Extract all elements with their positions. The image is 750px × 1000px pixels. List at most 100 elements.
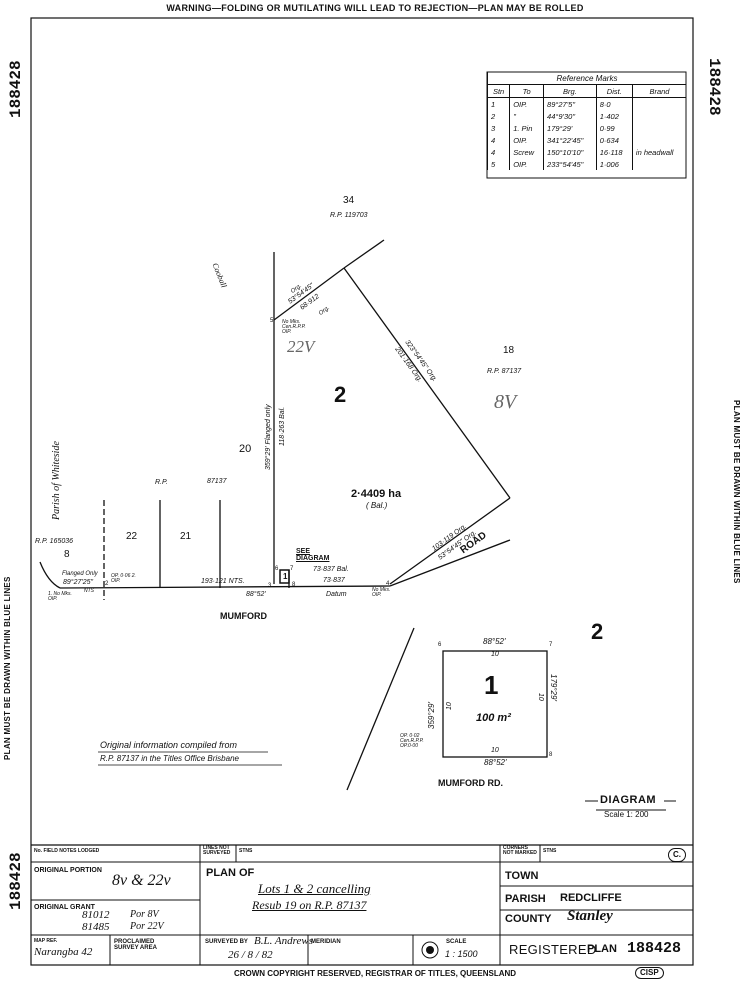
- surveyed-by-value: B.L. Andrews: [254, 935, 313, 947]
- ref-col-stn: Stn: [486, 84, 510, 98]
- town-label: TOWN: [505, 870, 539, 882]
- plan-label: PLAN: [587, 943, 617, 955]
- county-value: Stanley: [567, 908, 613, 924]
- datum-label: Datum: [326, 591, 347, 598]
- rp-87137-label: R.P. 87137: [487, 368, 522, 375]
- original-grant-label: ORIGINAL GRANT: [34, 904, 95, 911]
- station-6: 6: [275, 566, 279, 572]
- diagram-station-7: 7: [549, 642, 553, 648]
- seal-center: [426, 946, 434, 954]
- op-note: OP. 0·06 2. OIP.: [111, 573, 136, 584]
- mumford-label: MUMFORD: [220, 611, 267, 621]
- diagram-station-8: 8: [549, 752, 553, 758]
- rp-label: R.P.: [155, 479, 168, 486]
- parish-value: REDCLIFFE: [560, 892, 622, 904]
- diagram-station-6: 6: [438, 642, 442, 648]
- bearing-89-27: 89°27'25": [63, 579, 93, 586]
- no-marks-left: 1. No Mks. OIP.: [48, 591, 72, 602]
- handwritten-22v: 22V: [287, 337, 315, 356]
- diagram-top-bearing: 88°52': [483, 637, 506, 646]
- map-ref-label: MAP REF.: [34, 938, 58, 944]
- distance-118-263: 118·263 Bal.: [279, 406, 286, 446]
- ref-col-dist: Dist.: [595, 84, 633, 98]
- map-ref-value: Narangba 42: [34, 946, 93, 958]
- plan-of-line-1: Lots 1 & 2 cancelling: [258, 881, 371, 896]
- station-8: 8: [292, 582, 296, 588]
- lot-8-label: 8: [64, 549, 70, 560]
- parish-whiteside-note: Parish of Whiteside: [51, 441, 62, 520]
- diagram-lot-1-area: 100 m²: [476, 712, 511, 724]
- title-block-grid: [31, 845, 693, 965]
- diagram-bottom-distance: 10: [491, 747, 499, 754]
- diagram-lot1-boundary: [442, 650, 548, 758]
- flanged-only-b-label: Flanged Only: [62, 571, 98, 577]
- diagram-road-label: MUMFORD RD.: [438, 778, 503, 788]
- lot2-boundary: [39, 239, 511, 600]
- station-2: 2: [105, 581, 109, 587]
- folding-warning: WARNING—FOLDING OR MUTILATING WILL LEAD …: [166, 3, 584, 13]
- diagram-left-distance: 10: [446, 702, 453, 710]
- see-diagram-label: SEE DIAGRAM: [296, 548, 330, 562]
- original-portion-label: ORIGINAL PORTION: [34, 867, 102, 874]
- rp-119703-label: R.P. 119703: [330, 212, 368, 219]
- corners-not-marked-label: CORNERS NOT MARKED: [503, 845, 537, 856]
- stns-label: STNS: [239, 848, 253, 854]
- mumford-road-frontage: [346, 539, 511, 791]
- plan-of-label: PLAN OF: [206, 867, 255, 879]
- no-marks-road: No Mks. OIP.: [372, 587, 391, 598]
- survey-date: 26 / 8 / 82: [228, 949, 273, 961]
- diagram-op-note: OP. 0·02 Cen.R.P.P. OP.0·00: [400, 733, 424, 749]
- meridian-seal-icon: [421, 941, 439, 959]
- bearing-359-29: 359°29' Flanged only: [265, 404, 272, 470]
- meridian-label: MERIDIAN: [311, 939, 341, 945]
- surveyed-by-label: SURVEYED BY: [205, 939, 248, 945]
- diagram-title: DIAGRAM: [600, 794, 657, 806]
- distance-73-bal: 73·837 Bal.: [313, 566, 349, 573]
- reference-marks-table: Reference Marks Stn To Brg. Dist. Brand …: [486, 72, 686, 170]
- lines-not-surveyed-label: LINES NOT SURVEYED: [203, 845, 231, 856]
- county-label: COUNTY: [505, 913, 552, 925]
- c-badge: C.: [668, 848, 686, 862]
- station-7: 7: [290, 566, 294, 572]
- diagram-top-distance: 10: [491, 651, 499, 658]
- original-info-1: Original information compiled from: [100, 740, 238, 750]
- grant-1: 81012: [82, 909, 110, 921]
- nts-label: NTS: [84, 588, 94, 594]
- diagram-lot-1-label: 1: [484, 670, 499, 700]
- scale-value: 1 : 1500: [445, 949, 478, 959]
- diagram-right-distance: 10: [537, 693, 544, 701]
- station-3: 3: [268, 583, 272, 589]
- lot-2-label: 2: [334, 382, 347, 407]
- handwritten-8v: 8V: [494, 391, 517, 413]
- distance-73: 73·837: [323, 577, 345, 584]
- scale-label: SCALE: [446, 939, 467, 945]
- parish-label: PARISH: [505, 893, 546, 905]
- table-row: 2"44°9'30"1·402: [486, 110, 686, 122]
- lot-2-area-bal: ( Bal.): [366, 501, 388, 510]
- ref-col-brg: Brg.: [543, 84, 597, 98]
- lot-21-label: 21: [180, 531, 192, 542]
- diagram-left-bearing: 359°29': [427, 702, 436, 729]
- grant-2: 81485: [82, 921, 110, 933]
- diagram-title-rule: [585, 800, 676, 811]
- bearing-88-52: 88°52': [246, 591, 266, 598]
- lot-34-label: 34: [343, 195, 355, 206]
- lot-18-label: 18: [503, 345, 515, 356]
- grant-1b: Por 8V: [130, 909, 159, 920]
- ref-col-to: To: [509, 84, 544, 98]
- station-1: 1: [283, 572, 288, 581]
- proclaimed-survey-area: PROCLAIMED SURVEY AREA: [114, 939, 157, 951]
- diagram-scale: Scale 1: 200: [604, 810, 649, 819]
- no-marks-stn5: No Mks. Cen.R.P.P. OIP.: [282, 319, 306, 335]
- station-4: 4: [386, 581, 390, 587]
- crown-copyright-footer: CROWN COPYRIGHT RESERVED, REGISTRAR OF T…: [233, 969, 517, 978]
- lot-22-label: 22: [126, 531, 138, 542]
- stns2-label: STNS: [543, 848, 557, 854]
- ref-col-brand: Brand: [631, 84, 686, 98]
